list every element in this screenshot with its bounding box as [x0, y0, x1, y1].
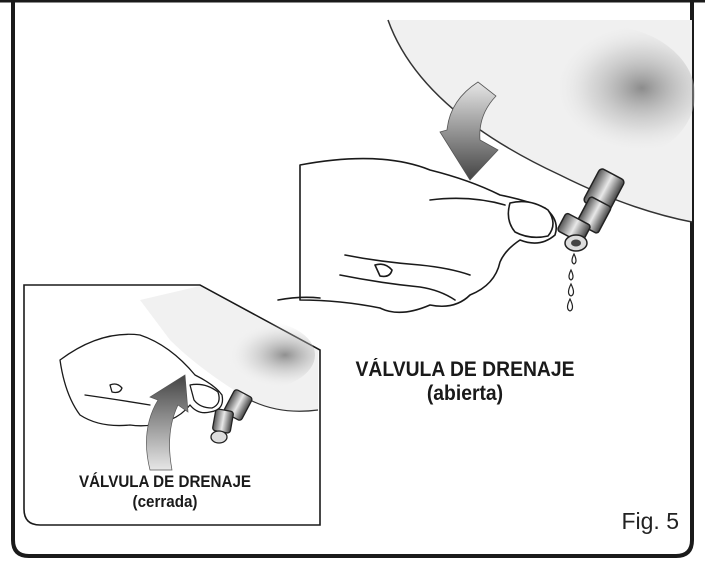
arrow-closed-icon: [146, 374, 189, 471]
hand-main: [277, 157, 558, 314]
arrow-open-icon: [439, 81, 499, 181]
tank-main: [387, 19, 695, 223]
water-drops: [566, 252, 577, 312]
tank-inset: [140, 286, 319, 412]
caption-open: VÁLVULA DE DRENAJE (abierta): [313, 358, 617, 406]
drain-valve-open: [557, 168, 625, 252]
caption-closed-state: (cerrada): [132, 493, 198, 511]
figure-label: Fig. 5: [621, 508, 679, 534]
caption-closed: VÁLVULA DE DRENAJE (cerrada): [41, 472, 289, 512]
caption-open-state: (abierta): [426, 382, 504, 405]
caption-closed-title: VÁLVULA DE DRENAJE: [78, 473, 252, 491]
drain-valve-closed: [210, 389, 253, 444]
outer-frame: [11, 0, 694, 558]
caption-open-title: VÁLVULA DE DRENAJE: [355, 358, 575, 381]
